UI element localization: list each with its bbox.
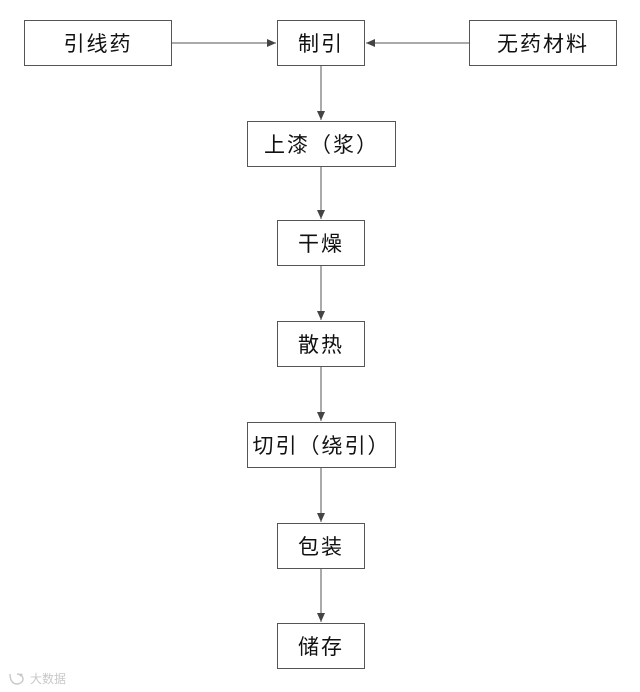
node-label: 上漆（浆） <box>264 133 379 157</box>
node-label: 切引（绕引） <box>252 434 391 458</box>
node-label: 包装 <box>298 535 344 559</box>
node-chucun: 储存 <box>277 623 365 669</box>
node-label: 无药材料 <box>497 32 589 56</box>
node-ganzao: 干燥 <box>277 220 365 266</box>
node-zhiyin: 制引 <box>277 20 365 66</box>
watermark-logo-icon <box>9 672 24 685</box>
node-qieyin: 切引（绕引） <box>247 422 396 468</box>
node-wuyao-cailiao: 无药材料 <box>469 20 617 66</box>
watermark: 大数据 <box>8 670 66 687</box>
node-shangqi: 上漆（浆） <box>247 121 396 167</box>
node-sanre: 散热 <box>277 321 365 367</box>
node-label: 制引 <box>298 32 344 56</box>
node-label: 储存 <box>298 635 344 659</box>
node-label: 干燥 <box>298 232 344 256</box>
node-baozhuang: 包装 <box>277 523 365 569</box>
node-yinxianyao: 引线药 <box>24 20 172 66</box>
node-label: 散热 <box>298 333 344 357</box>
watermark-text: 大数据 <box>30 672 67 686</box>
node-label: 引线药 <box>63 32 133 56</box>
